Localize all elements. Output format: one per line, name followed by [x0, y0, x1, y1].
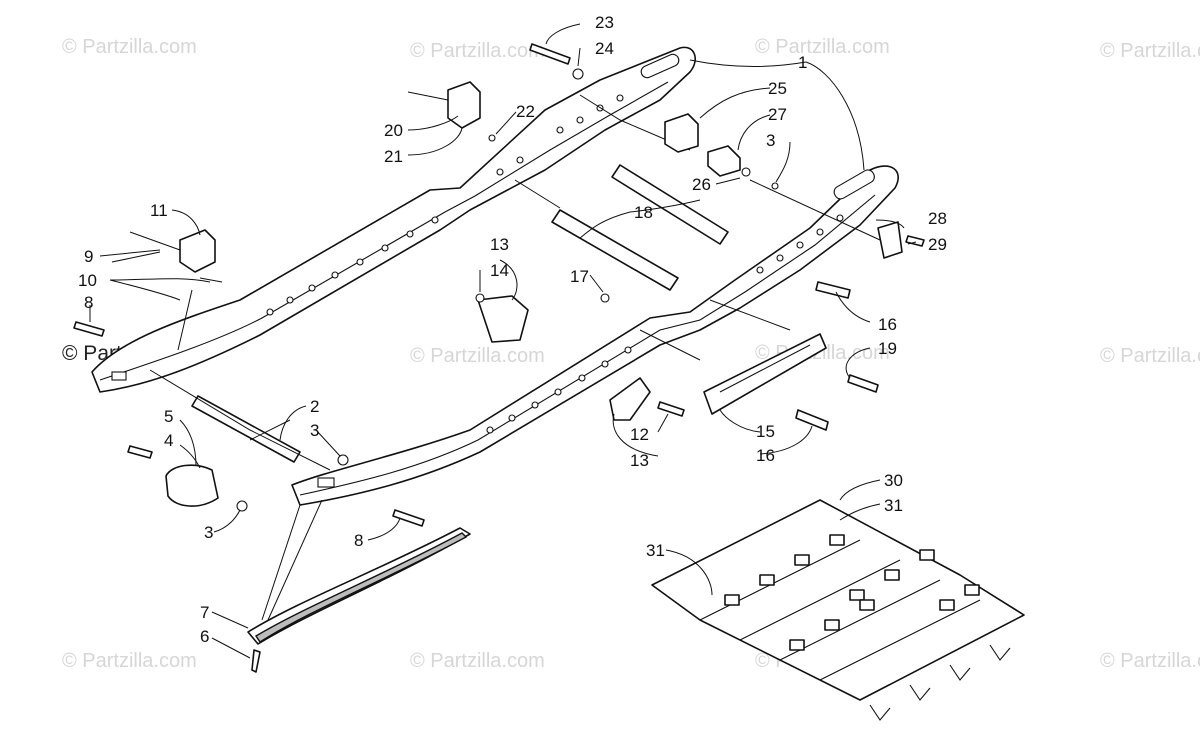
callout-23: 23	[595, 13, 614, 32]
bolt-8a	[73, 321, 105, 337]
callout-1: 1	[798, 53, 808, 72]
clip-10	[199, 277, 223, 283]
callout-28: 28	[928, 209, 947, 228]
callout-30: 30	[884, 471, 903, 490]
callout-22: 22	[516, 102, 535, 121]
slider-block-15	[703, 333, 827, 415]
nut-17	[600, 293, 610, 303]
watermark: © Partzilla.com	[62, 650, 197, 672]
callout-3: 3	[310, 421, 320, 440]
watermark: © Partzilla.com	[1100, 345, 1200, 367]
callout-4: 4	[164, 431, 174, 450]
upper-slide-rail	[91, 46, 696, 393]
callout-15: 15	[756, 422, 775, 441]
bolt-16b	[795, 409, 829, 431]
callout-10: 10	[78, 271, 97, 290]
callout-21: 21	[384, 147, 403, 166]
callout-13: 13	[490, 235, 509, 254]
callout-leaders	[89, 23, 917, 659]
nut-22	[488, 134, 496, 142]
callout-13: 13	[630, 451, 649, 470]
callout-8: 8	[84, 293, 94, 312]
bracket-12	[609, 377, 685, 421]
cross-shafts	[149, 94, 881, 471]
bumper-4	[127, 445, 219, 507]
bolt-23	[529, 43, 584, 80]
bolt-16	[815, 281, 851, 299]
watermark: © Partzilla.com	[62, 36, 197, 58]
callout-31: 31	[646, 541, 665, 560]
bolt-8b	[392, 509, 425, 527]
callout-16: 16	[756, 446, 775, 465]
bolt-19	[847, 374, 879, 393]
callout-16: 16	[878, 315, 897, 334]
callout-12: 12	[630, 425, 649, 444]
bumper-upper	[407, 81, 481, 129]
callout-7: 7	[200, 603, 210, 622]
lower-slide-rail	[291, 165, 899, 506]
callout-25: 25	[768, 79, 787, 98]
callout-3: 3	[204, 523, 214, 542]
nut-3b	[337, 454, 349, 466]
callout-20: 20	[384, 121, 403, 140]
callout-27: 27	[768, 105, 787, 124]
nut-3	[771, 182, 779, 190]
callout-8: 8	[354, 531, 364, 550]
watermark: © Partzilla.com	[410, 650, 545, 672]
watermark: © Partzilla.com	[410, 40, 545, 62]
bracket-13	[475, 293, 529, 343]
callout-24: 24	[595, 39, 614, 58]
screw-6	[251, 649, 261, 673]
callout-19: 19	[878, 339, 897, 358]
callout-29: 29	[928, 235, 947, 254]
callout-26: 26	[692, 175, 711, 194]
callout-31: 31	[884, 496, 903, 515]
wear-strip-7	[247, 499, 471, 645]
watermark: © Partzilla.com	[1100, 650, 1200, 672]
bumper-front	[129, 229, 216, 273]
watermark: © Partzilla.com	[1100, 40, 1200, 62]
spacer-27	[707, 145, 751, 177]
watermark: © Partzilla.com	[755, 36, 890, 58]
pin-9	[111, 251, 161, 263]
callout-9: 9	[84, 247, 94, 266]
block-28	[877, 221, 925, 259]
callout-6: 6	[200, 627, 210, 646]
callout-5: 5	[164, 407, 174, 426]
callout-3: 3	[766, 131, 776, 150]
callout-18: 18	[634, 203, 653, 222]
callout-11: 11	[150, 201, 168, 220]
nut-3c	[236, 500, 248, 512]
callout-2: 2	[310, 397, 320, 416]
watermark: © Partzilla.com	[410, 345, 545, 367]
callout-14: 14	[490, 261, 509, 280]
track-30	[651, 499, 1025, 721]
bumper-25	[664, 113, 699, 153]
callout-17: 17	[570, 267, 589, 286]
